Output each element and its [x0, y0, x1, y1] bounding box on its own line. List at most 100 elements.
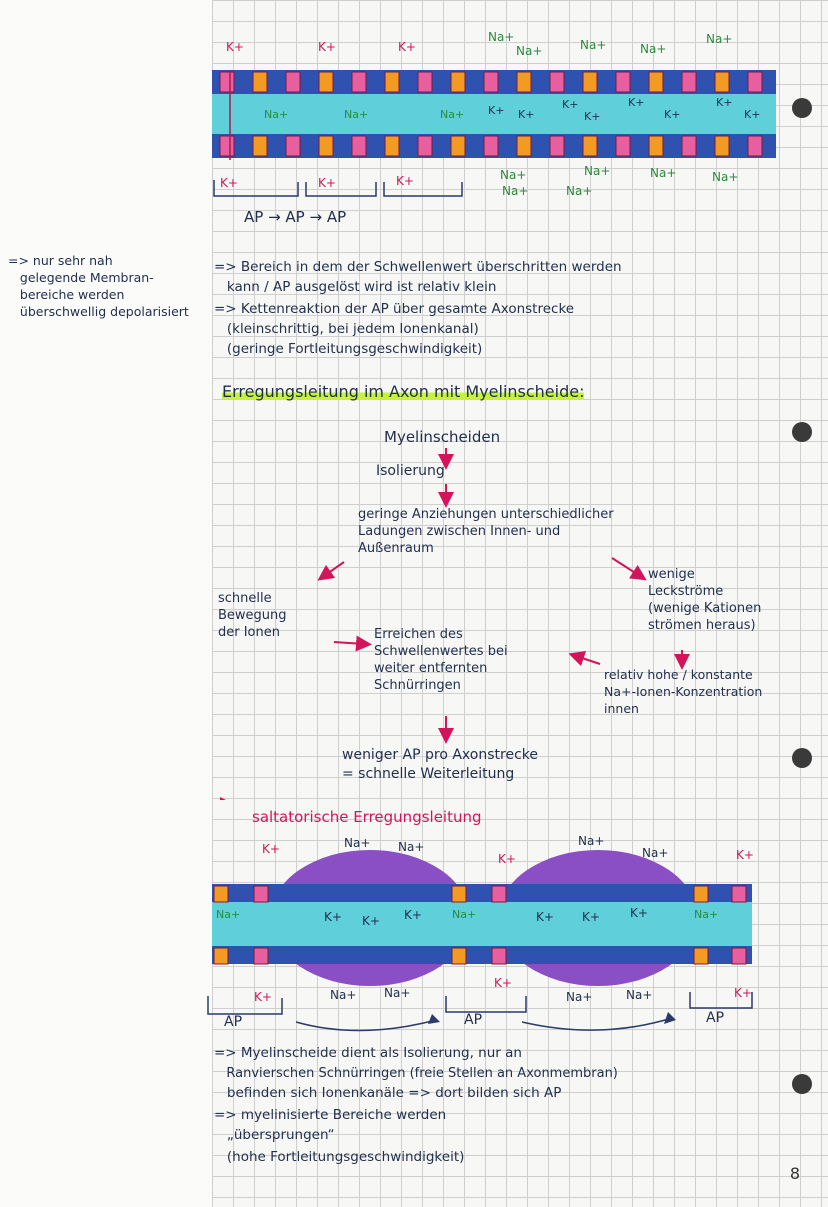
note-line: kann / AP ausgelöst wird ist relativ kle… — [214, 279, 497, 295]
ion-channel — [351, 135, 367, 157]
punch-hole-icon — [792, 748, 812, 768]
k-label: K+ — [628, 96, 645, 109]
punch-hole-icon — [792, 1074, 812, 1094]
page-number: 8 — [789, 1164, 800, 1183]
ion-channel — [417, 71, 433, 93]
k-label: K+ — [488, 104, 505, 117]
ion-channel — [615, 71, 631, 93]
ion-channel — [450, 135, 466, 157]
na-label: Na+ — [440, 108, 465, 121]
note-line: => Myelinscheide dient als Isolierung, n… — [214, 1045, 522, 1061]
k-label: K+ — [396, 174, 414, 188]
ion-channel — [253, 885, 269, 903]
note-line: (geringe Fortleitungsgeschwindigkeit) — [214, 341, 483, 357]
k-label: K+ — [404, 908, 422, 922]
k-label: K+ — [562, 98, 579, 111]
ion-channel — [549, 71, 565, 93]
note-line: befinden sich Ionenkanäle => dort bilden… — [214, 1085, 562, 1101]
flow-wenige: wenige Leckströme (wenige Kationen ström… — [648, 567, 762, 633]
k-label: K+ — [494, 976, 512, 990]
k-label: K+ — [498, 852, 516, 866]
k-label: K+ — [582, 910, 600, 924]
ion-channel — [491, 885, 507, 903]
ion-channel — [285, 71, 301, 93]
ion-channel — [549, 135, 565, 157]
na-label: Na+ — [566, 184, 593, 198]
ion-channel — [213, 885, 229, 903]
ion-channel — [384, 71, 400, 93]
ion-channel — [318, 71, 334, 93]
note-line: „übersprungen“ — [214, 1127, 335, 1143]
ion-channel — [582, 135, 598, 157]
ion-channel — [747, 71, 763, 93]
na-label: Na+ — [516, 44, 543, 58]
k-label: K+ — [220, 176, 238, 190]
k-label: K+ — [398, 40, 416, 54]
k-label: K+ — [736, 848, 754, 862]
na-label: Na+ — [502, 184, 529, 198]
ion-channel — [491, 947, 507, 965]
note-line: (kleinschrittig, bei jedem Ionenkanal) — [214, 321, 479, 337]
ion-channel — [483, 71, 499, 93]
k-label: K+ — [254, 990, 272, 1004]
punch-hole-icon — [792, 422, 812, 442]
k-label: K+ — [744, 108, 761, 121]
na-label: Na+ — [706, 32, 733, 46]
ion-channel — [681, 135, 697, 157]
ion-channel — [648, 71, 664, 93]
note-line: (hohe Fortleitungsgeschwindigkeit) — [214, 1149, 465, 1165]
na-label: Na+ — [398, 840, 425, 854]
ion-channel — [693, 885, 709, 903]
k-label: K+ — [318, 40, 336, 54]
na-label: Na+ — [384, 986, 411, 1000]
ion-channel — [213, 947, 229, 965]
note-line: Ranvierschen Schnürringen (freie Stellen… — [214, 1066, 618, 1081]
punch-hole-icon — [792, 98, 812, 118]
k-label: K+ — [536, 910, 554, 924]
ion-channel — [681, 71, 697, 93]
na-label: Na+ — [578, 834, 605, 848]
ion-channel — [731, 885, 747, 903]
na-label: Na+ — [264, 108, 289, 121]
margin-column — [0, 0, 213, 1207]
na-label: Na+ — [344, 836, 371, 850]
na-label: Na+ — [626, 988, 653, 1002]
na-label: Na+ — [694, 908, 719, 921]
ap-label: AP — [464, 1012, 483, 1028]
note-line: => Bereich in dem der Schwellenwert über… — [214, 259, 622, 275]
flow-schnelle: schnelle Bewegung der Ionen — [218, 591, 287, 640]
section-heading: Erregungsleitung im Axon mit Myelinschei… — [222, 382, 585, 401]
na-label: Na+ — [500, 168, 527, 182]
na-label: Na+ — [580, 38, 607, 52]
k-label: K+ — [324, 910, 342, 924]
ion-channel — [648, 135, 664, 157]
ion-channel — [252, 135, 268, 157]
flow-anziehungen: geringe Anziehungen unterschiedlicher La… — [358, 507, 614, 556]
ion-channel — [714, 71, 730, 93]
flow-isolierung: Isolierung — [376, 463, 445, 479]
ion-channel — [285, 135, 301, 157]
k-label: K+ — [734, 986, 752, 1000]
k-label: K+ — [318, 176, 336, 190]
ion-channel — [451, 885, 467, 903]
ion-channel — [582, 71, 598, 93]
k-label: K+ — [226, 40, 244, 54]
k-label: K+ — [716, 96, 733, 109]
ion-channel — [318, 135, 334, 157]
side-note: => nur sehr nah gelegende Membran- berei… — [8, 253, 189, 319]
ion-channel — [483, 135, 499, 157]
ion-channel — [384, 135, 400, 157]
k-label: K+ — [584, 110, 601, 123]
flow-relativ: relativ hohe / konstante Na+-Ionen-Konze… — [604, 667, 763, 716]
note-line: => myelinisierte Bereiche werden — [214, 1107, 447, 1123]
na-label: Na+ — [584, 164, 611, 178]
na-label: Na+ — [712, 170, 739, 184]
na-label: Na+ — [642, 846, 669, 860]
flow-erreichen: Erreichen des Schwellenwertes bei weiter… — [374, 627, 508, 693]
ap-label: AP — [224, 1014, 243, 1030]
na-label: Na+ — [344, 108, 369, 121]
na-label: Na+ — [650, 166, 677, 180]
ion-channel — [252, 71, 268, 93]
ap-sequence: AP → AP → AP — [244, 208, 347, 226]
myelinated-axon-diagram — [207, 850, 753, 1032]
